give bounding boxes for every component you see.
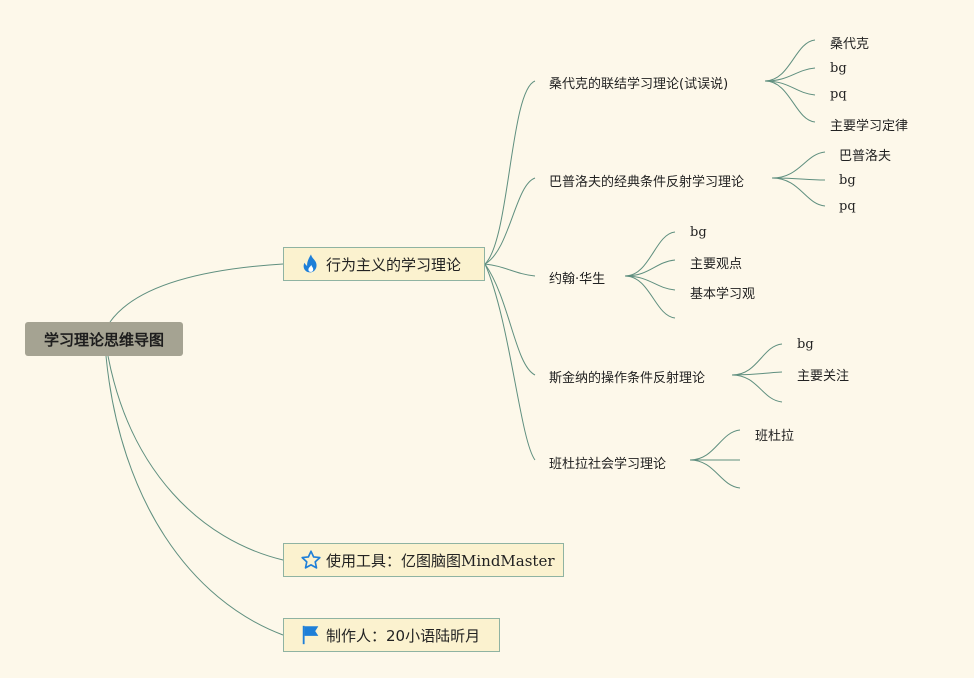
link-behaviorism-skinner — [484, 263, 536, 376]
leaf-label: 桑代克 — [830, 37, 870, 52]
star-outline-icon — [300, 549, 322, 571]
leaf-label: 主要学习定律 — [830, 119, 909, 134]
leaf-label: bg — [797, 337, 814, 352]
subtopic-watson[interactable]: 约翰·华生 — [549, 268, 605, 287]
root-topic-label: 学习理论思维导图 — [43, 330, 164, 349]
main-topic-author-label: 制作人：20小语陆昕月 — [326, 626, 481, 645]
root-topic[interactable]: 学习理论思维导图 — [25, 322, 183, 356]
leaf-watson-2[interactable]: 主要观点 — [690, 253, 742, 272]
main-topic-author[interactable]: 制作人：20小语陆昕月 — [283, 618, 500, 652]
link-root-tool — [107, 355, 284, 561]
subtopic-bandura[interactable]: 班杜拉社会学习理论 — [549, 453, 666, 472]
link-skinner-leaf-3 — [731, 374, 783, 403]
leaf-label: bg — [830, 61, 847, 76]
link-watson-leaf-1 — [624, 231, 676, 277]
leaf-label: 基本学习观 — [690, 287, 756, 302]
main-topic-behaviorism[interactable]: 行为主义的学习理论 — [283, 247, 485, 281]
leaf-thorndike-2[interactable]: bg — [830, 61, 847, 76]
main-topic-behaviorism-label: 行为主义的学习理论 — [326, 255, 462, 274]
link-thorndike-leaf-3 — [764, 80, 816, 96]
leaf-skinner-1[interactable]: bg — [797, 337, 814, 352]
leaf-label: pq — [830, 87, 847, 102]
fire-icon — [300, 253, 322, 275]
leaf-thorndike-3[interactable]: pq — [830, 87, 847, 102]
leaf-label: pq — [839, 199, 856, 214]
leaf-label: 巴普洛夫 — [839, 149, 892, 164]
leaf-watson-1[interactable]: bg — [690, 225, 707, 240]
leaf-label: 主要观点 — [690, 257, 743, 272]
leaf-thorndike-1[interactable]: 桑代克 — [830, 33, 869, 52]
leaf-label: bg — [690, 225, 707, 240]
leaf-label: 班杜拉 — [755, 429, 795, 444]
subtopic-bandura-label: 班杜拉社会学习理论 — [549, 457, 667, 472]
subtopic-watson-label: 约翰·华生 — [549, 272, 606, 287]
subtopic-pavlov[interactable]: 巴普洛夫的经典条件反射学习理论 — [549, 171, 744, 190]
leaf-pavlov-1[interactable]: 巴普洛夫 — [839, 145, 891, 164]
link-behaviorism-thorndike — [484, 80, 536, 265]
link-root-behaviorism — [109, 263, 284, 323]
branch-lines — [105, 39, 826, 636]
link-pavlov-leaf-1 — [771, 151, 826, 179]
link-bandura-leaf-3 — [689, 459, 741, 489]
link-behaviorism-pavlov — [484, 177, 536, 265]
link-behaviorism-watson — [484, 263, 536, 277]
link-bandura-leaf-1 — [689, 429, 741, 461]
link-watson-leaf-3 — [624, 275, 676, 291]
link-watson-leaf-4 — [624, 275, 676, 319]
link-thorndike-leaf-2 — [764, 67, 816, 82]
link-skinner-leaf-1 — [731, 343, 783, 376]
link-behaviorism-bandura — [484, 263, 536, 461]
subtopic-thorndike-label: 桑代克的联结学习理论(试误说) — [549, 77, 729, 92]
main-topic-tool[interactable]: 使用工具：亿图脑图MindMaster — [283, 543, 564, 577]
flag-icon — [300, 624, 322, 646]
subtopic-thorndike[interactable]: 桑代克的联结学习理论(试误说) — [549, 73, 728, 92]
leaf-bandura-1[interactable]: 班杜拉 — [755, 425, 794, 444]
leaf-pavlov-3[interactable]: pq — [839, 199, 856, 214]
main-topic-tool-label: 使用工具：亿图脑图MindMaster — [326, 551, 555, 570]
link-thorndike-leaf-4 — [764, 80, 816, 123]
leaf-watson-3[interactable]: 基本学习观 — [690, 283, 755, 302]
link-watson-leaf-2 — [624, 259, 676, 277]
link-thorndike-leaf-1 — [764, 39, 816, 82]
leaf-label: 主要关注 — [797, 369, 850, 384]
leaf-skinner-2[interactable]: 主要关注 — [797, 365, 849, 384]
subtopic-pavlov-label: 巴普洛夫的经典条件反射学习理论 — [549, 175, 745, 190]
link-root-author — [105, 355, 284, 636]
subtopic-skinner-label: 斯金纳的操作条件反射理论 — [549, 371, 706, 386]
link-skinner-leaf-2 — [731, 371, 783, 376]
link-pavlov-leaf-3 — [771, 177, 826, 207]
subtopic-skinner[interactable]: 斯金纳的操作条件反射理论 — [549, 367, 705, 386]
leaf-label: bg — [839, 173, 856, 188]
leaf-thorndike-4[interactable]: 主要学习定律 — [830, 115, 908, 134]
leaf-pavlov-2[interactable]: bg — [839, 173, 856, 188]
